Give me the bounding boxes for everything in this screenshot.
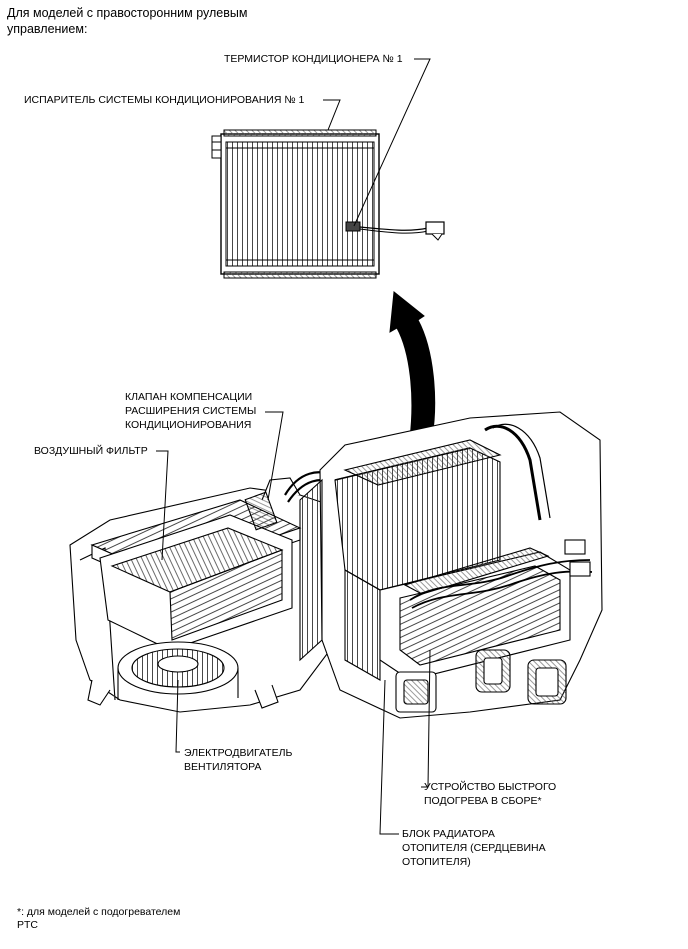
footnote-line-2: PTC — [17, 919, 38, 931]
label-heater-core-line-2: ОТОПИТЕЛЯ (СЕРДЦЕВИНА — [402, 842, 546, 854]
label-evaporator: ИСПАРИТЕЛЬ СИСТЕМЫ КОНДИЦИОНИРОВАНИЯ № 1 — [24, 94, 305, 106]
label-air-filter: ВОЗДУШНЫЙ ФИЛЬТР — [34, 445, 148, 457]
label-expansion-valve: КЛАПАН КОМПЕНСАЦИИ РАСШИРЕНИЯ СИСТЕМЫ КО… — [125, 390, 256, 432]
direction-arrow — [389, 291, 436, 439]
label-ptc-heater: УСТРОЙСТВО БЫСТРОГО ПОДОГРЕВА В СБОРЕ* — [424, 780, 556, 808]
label-ptc-heater-line-1: УСТРОЙСТВО БЫСТРОГО — [424, 781, 557, 793]
heading-line-1: Для моделей с правосторонним рулевым — [7, 6, 248, 20]
label-expansion-valve-line-2: РАСШИРЕНИЯ СИСТЕМЫ — [125, 405, 257, 417]
label-expansion-valve-line-3: КОНДИЦИОНИРОВАНИЯ — [125, 419, 252, 431]
footnote-line-1: *: для моделей с подогревателем — [17, 906, 181, 918]
evaporator-drawing — [211, 129, 445, 279]
page-heading: Для моделей с правосторонним рулевым упр… — [7, 5, 247, 37]
label-thermistor: ТЕРМИСТОР КОНДИЦИОНЕРА № 1 — [224, 53, 403, 65]
label-blower-motor-line-2: ВЕНТИЛЯТОРА — [184, 761, 262, 773]
footnote: *: для моделей с подогревателем PTC — [17, 906, 180, 932]
label-heater-core-line-1: БЛОК РАДИАТОРА — [402, 828, 495, 840]
label-heater-core: БЛОК РАДИАТОРА ОТОПИТЕЛЯ (СЕРДЦЕВИНА ОТО… — [402, 827, 546, 869]
heading-line-2: управлением: — [7, 22, 88, 36]
label-blower-motor-line-1: ЭЛЕКТРОДВИГАТЕЛЬ — [184, 747, 293, 759]
leader-lines — [156, 58, 431, 835]
label-expansion-valve-line-1: КЛАПАН КОМПЕНСАЦИИ — [125, 391, 253, 403]
label-heater-core-line-3: ОТОПИТЕЛЯ) — [402, 856, 471, 868]
label-blower-motor: ЭЛЕКТРОДВИГАТЕЛЬ ВЕНТИЛЯТОРА — [184, 746, 292, 774]
label-ptc-heater-line-2: ПОДОГРЕВА В СБОРЕ* — [424, 795, 542, 807]
hvac-assembly-drawing — [69, 411, 603, 719]
